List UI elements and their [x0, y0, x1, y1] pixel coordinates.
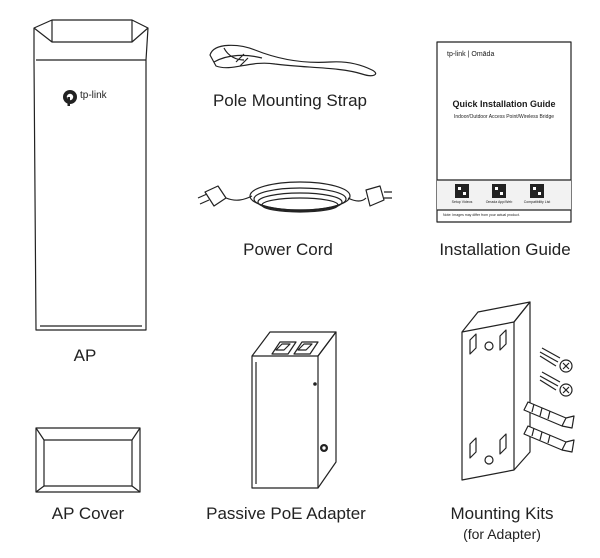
ap-cover-label: AP Cover — [51, 504, 125, 523]
guide-footer-text: Note: Images may differ from your actual… — [443, 213, 520, 217]
mounting-kits-sublabel: (for Adapter) — [463, 526, 541, 542]
ap-device — [33, 19, 149, 331]
wall-anchor-icon — [523, 401, 575, 429]
qr-code-icon — [530, 184, 544, 198]
passive-poe-adapter-label: Passive PoE Adapter — [206, 504, 366, 523]
wall-anchor-icon — [523, 425, 575, 453]
guide-qr-caption-2: Omada App/Web — [485, 200, 513, 204]
power-cord-image — [197, 181, 392, 213]
installation-guide-image — [436, 41, 572, 223]
passive-poe-adapter-image — [251, 331, 337, 489]
guide-qr-caption-3: Compatibility List — [523, 200, 551, 204]
qr-code-icon — [492, 184, 506, 198]
pole-mounting-strap-image — [209, 44, 377, 77]
ap-cover-image — [35, 427, 141, 493]
tp-link-logo-icon — [63, 90, 77, 106]
guide-header-text: tp-link | Omāda — [447, 51, 495, 58]
guide-title-text: Quick Installation Guide — [452, 99, 556, 109]
ap-brand-text: tp-link — [80, 90, 107, 101]
mounting-bracket-image — [461, 301, 531, 481]
mounting-kits-label: Mounting Kits — [450, 504, 554, 523]
pole-mounting-strap-label: Pole Mounting Strap — [212, 91, 368, 110]
ethernet-port-icon — [293, 341, 319, 355]
tp-link-logo-icon — [320, 444, 328, 452]
guide-subtitle-text: Indoor/Outdoor Access Point/Wireless Bri… — [453, 114, 555, 120]
power-cord-label: Power Cord — [243, 240, 333, 259]
guide-qr-caption-1: Setup Videos — [451, 200, 473, 204]
qr-code-icon — [455, 184, 469, 198]
screw-icon — [539, 371, 573, 397]
installation-guide-label: Installation Guide — [439, 240, 571, 259]
ap-label: AP — [73, 346, 97, 365]
ethernet-port-icon — [271, 341, 297, 355]
screw-icon — [539, 347, 573, 373]
